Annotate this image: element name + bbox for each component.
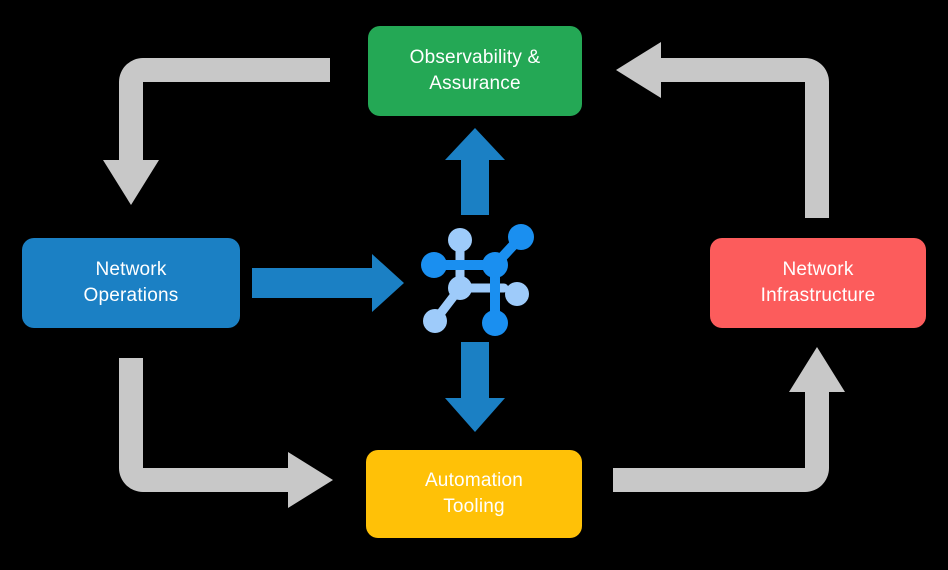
node-infrastructure-label: Network Infrastructure xyxy=(760,259,876,306)
node-observability-label: Observability & Assurance xyxy=(409,47,541,94)
node-operations-label: Network Operations xyxy=(83,259,179,306)
blue-arrow-right xyxy=(252,254,404,312)
node-automation-label: Automation Tooling xyxy=(424,470,524,517)
node-network-infrastructure[interactable]: Network Infrastructure xyxy=(710,238,926,328)
blue-arrow-down xyxy=(445,342,505,432)
network-topology-icon xyxy=(421,224,534,336)
node-automation-tooling[interactable]: Automation Tooling xyxy=(366,450,582,538)
gray-arrow-top-left xyxy=(103,58,330,205)
blue-arrow-up xyxy=(445,128,505,215)
gray-arrow-bottom-left xyxy=(119,358,333,508)
node-network-operations[interactable]: Network Operations xyxy=(22,238,240,328)
node-observability-assurance[interactable]: Observability & Assurance xyxy=(368,26,582,116)
gray-arrow-bottom-right xyxy=(613,347,845,492)
gray-arrow-top-right xyxy=(616,42,829,218)
